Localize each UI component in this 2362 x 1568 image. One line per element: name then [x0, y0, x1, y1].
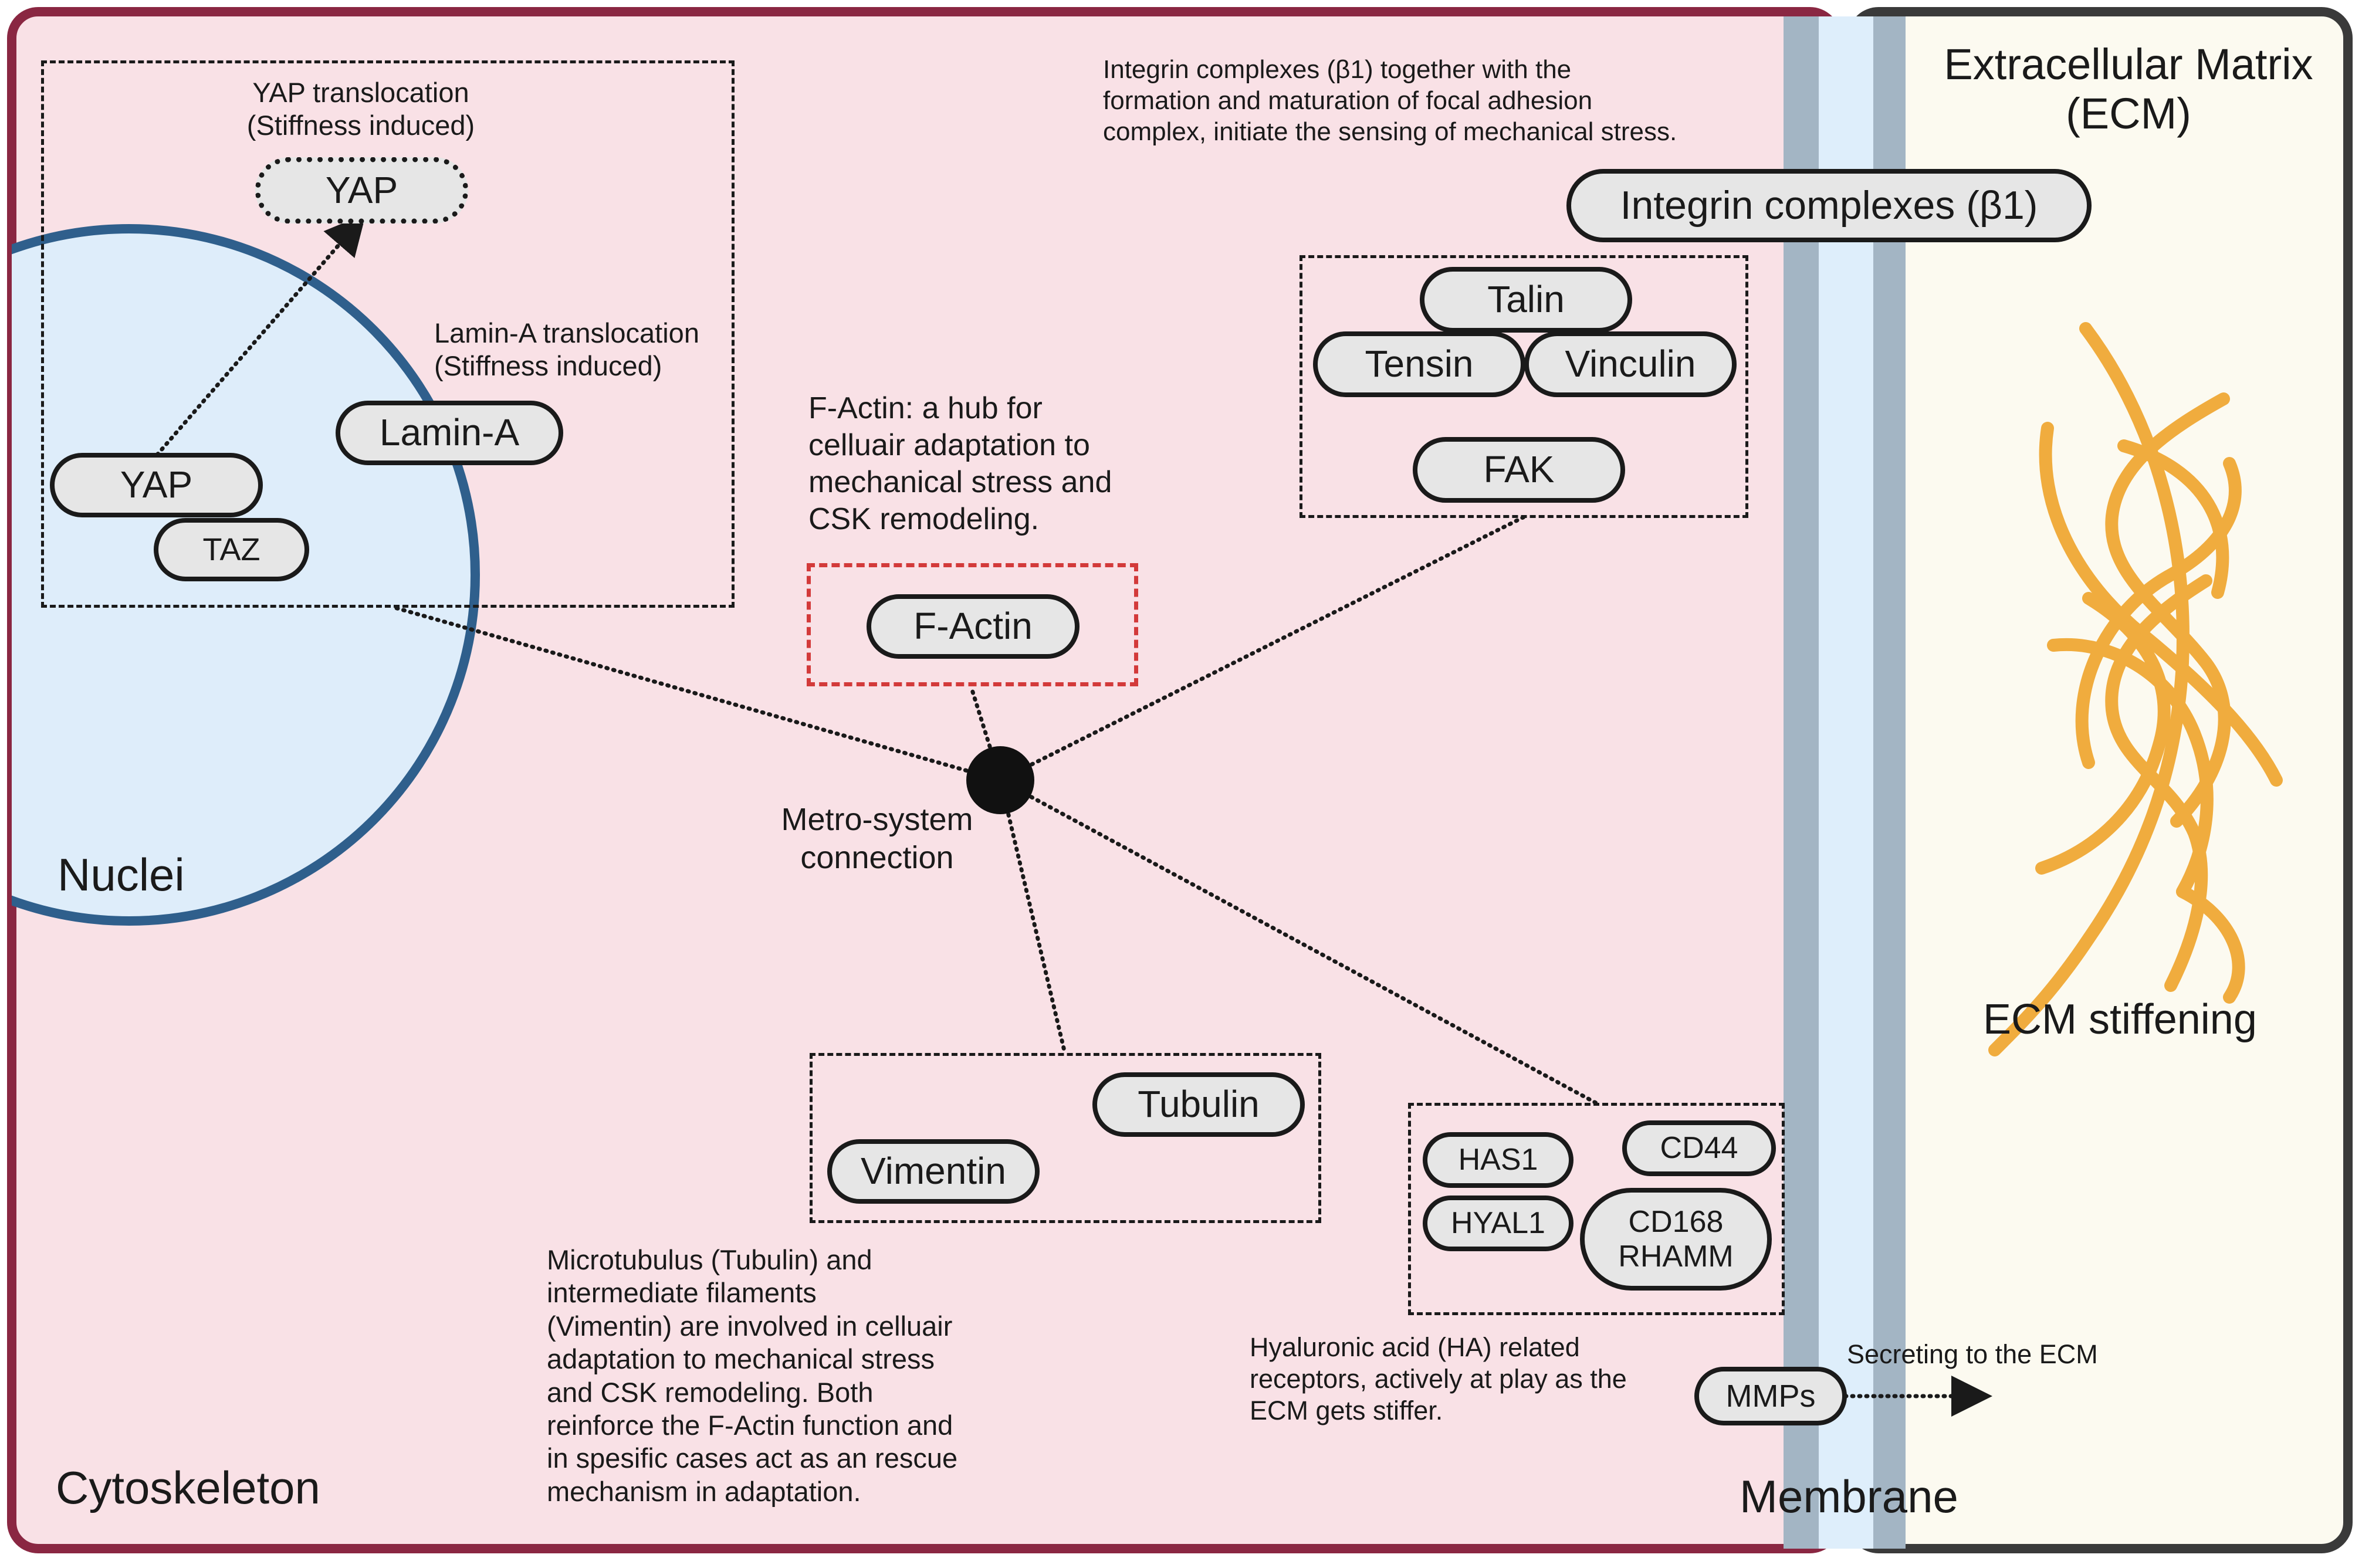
hub-label: Metro-system connection	[781, 802, 973, 875]
connector-integrin	[998, 514, 1528, 783]
fak-pill: FAK	[1413, 437, 1625, 503]
ecm-fiber	[2176, 885, 2245, 1004]
filaments-description: Microtubulus (Tubulin) and intermediate …	[547, 1244, 958, 1507]
hyal1-pill: HYAL1	[1423, 1196, 1573, 1251]
cytoskeleton-label: Cytoskeleton	[56, 1462, 320, 1513]
ecm-fiber	[2075, 457, 2242, 769]
membrane-label: Membrane	[1740, 1471, 1958, 1522]
lamin-translocation-label: Lamin-A translocation (Stiffness induced…	[434, 317, 699, 382]
hub-node	[966, 746, 1034, 814]
talin-pill: Talin	[1420, 267, 1632, 333]
yap-nuclear-pill: YAP	[50, 453, 263, 517]
connector-ha-receptors	[998, 778, 1598, 1105]
factin-pill: F-Actin	[867, 594, 1080, 659]
tensin-pill: Tensin	[1313, 331, 1525, 397]
vimentin-pill: Vimentin	[827, 1139, 1040, 1204]
yap-translocation-arrow	[155, 214, 366, 457]
membrane-band-middle	[1819, 16, 1873, 1549]
membrane-band-outer	[1873, 16, 1906, 1549]
nucleus-signaling-box	[41, 60, 735, 608]
integrin-pill: Integrin complexes (β1)	[1566, 169, 2092, 242]
ecm-fiber	[2047, 638, 2214, 898]
cd44-pill: CD44	[1622, 1120, 1776, 1176]
ecm-fiber	[2117, 439, 2229, 599]
has1-pill: HAS1	[1423, 1132, 1573, 1188]
yap-cytoplasm-pill: YAP	[255, 157, 468, 223]
ecm-title: Extracellular Matrix (ECM)	[1944, 40, 2313, 138]
yap-translocation-label: YAP translocation (Stiffness induced)	[246, 77, 475, 141]
cd168-rhamm-pill: CD168 RHAMM	[1580, 1188, 1772, 1291]
factin-box	[807, 563, 1138, 686]
mmps-pill: MMPs	[1694, 1367, 1847, 1425]
focal-adhesion-box	[1300, 255, 1748, 518]
secreting-label: Secreting to the ECM	[1847, 1339, 2098, 1369]
integrin-description: Integrin complexes (β1) together with th…	[1103, 55, 1677, 147]
ecm-fiber	[2035, 592, 2171, 875]
filaments-box	[810, 1053, 1321, 1223]
ha-description: Hyaluronic acid (HA) related receptors, …	[1250, 1332, 1627, 1425]
ecm-fibers	[1988, 322, 2283, 1056]
nuclei-label: Nuclei	[57, 849, 185, 900]
lamin-a-pill: Lamin-A	[336, 401, 563, 465]
connector-nucleus	[391, 605, 1003, 783]
vinculin-pill: Vinculin	[1524, 331, 1737, 397]
nucleus	[12, 224, 480, 926]
taz-pill: TAZ	[154, 518, 309, 581]
ha-receptors-box	[1408, 1103, 1785, 1315]
membrane-band-inner	[1784, 16, 1819, 1549]
factin-description: F-Actin: a hub for celluair adaptation t…	[808, 391, 1112, 536]
tubulin-pill: Tubulin	[1092, 1072, 1305, 1137]
ecm-stiffening-label: ECM stiffening	[1983, 996, 2257, 1043]
connector-filaments	[998, 778, 1067, 1055]
